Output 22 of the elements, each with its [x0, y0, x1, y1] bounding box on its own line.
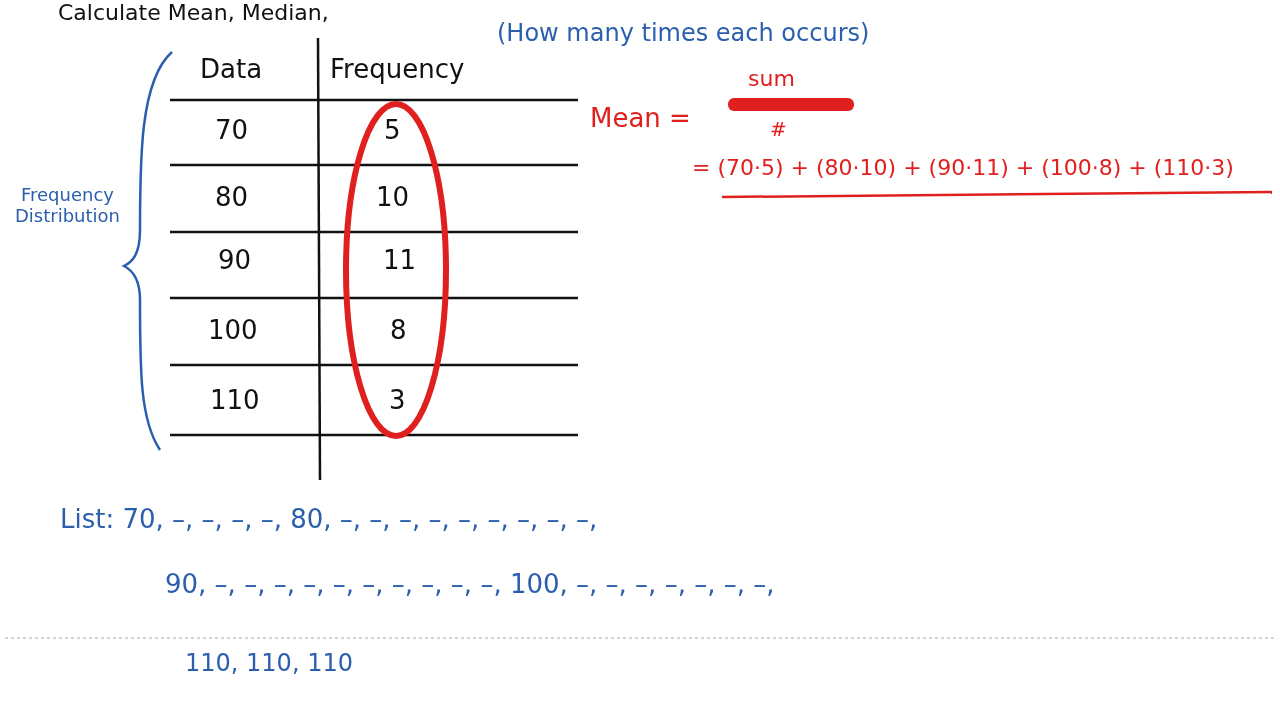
annotation: (How many times each occurs) [497, 20, 870, 48]
numerator: sum [748, 66, 795, 92]
table-value: 110 [210, 386, 260, 416]
formula-text: Mean = [590, 104, 691, 134]
table-value: 11 [383, 246, 417, 276]
table-value: 5 [384, 116, 401, 146]
table-value: 10 [376, 183, 410, 213]
table-value: 70 [215, 116, 249, 146]
column-header: Frequency [330, 55, 465, 85]
table-value: 3 [389, 386, 406, 416]
table-value: 8 [390, 316, 407, 346]
formula-text: = (70·5) + (80·10) + (90·11) + (100·8) + (110·3) [692, 155, 1234, 181]
list-text: 110, 110, 110 [185, 650, 353, 678]
table-value: 90 [218, 246, 252, 276]
title: Calculate Mean, Median, [58, 0, 329, 26]
table-value: 100 [208, 316, 258, 346]
annotation: Frequency Distribution [14, 185, 121, 227]
column-header: Data [200, 55, 263, 85]
table-value: 80 [215, 183, 249, 213]
list-text: 90, –, –, –, –, –, –, –, –, –, –, 100, –, –, –, –, –, –, –, [165, 570, 775, 600]
denominator: # [770, 118, 787, 141]
list-text: List: 70, –, –, –, –, 80, –, –, –, –, –, –, –, –, –, [60, 505, 598, 535]
